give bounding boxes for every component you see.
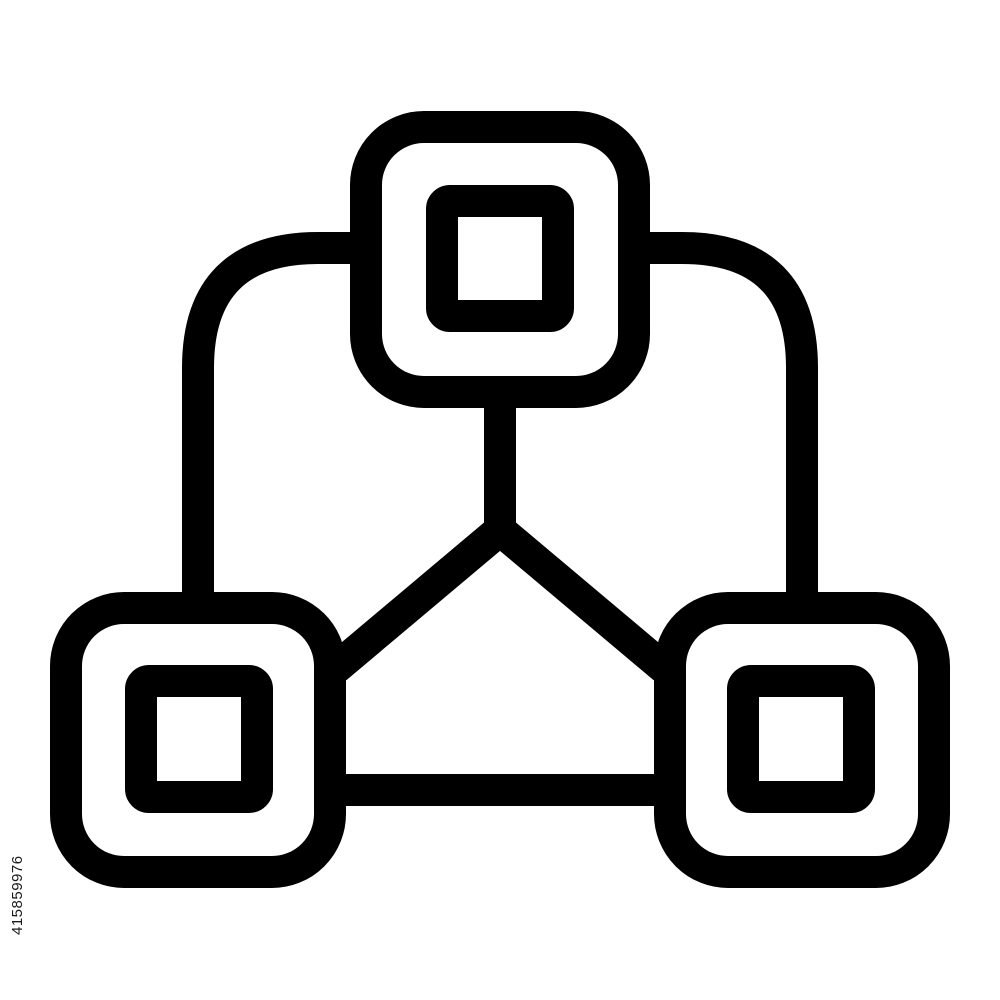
right-node-inner-square	[727, 665, 875, 813]
left-node-inner-square	[125, 665, 273, 813]
triangle-right-edge	[489, 517, 675, 681]
right-node-outer	[654, 592, 950, 888]
stock-id-label: 415859976	[9, 855, 26, 935]
top-node-outer	[350, 111, 650, 408]
top-node-inner-square	[426, 185, 574, 332]
triangle-left-edge	[325, 517, 511, 681]
left-connector-line	[182, 232, 350, 608]
left-node-outer	[50, 592, 346, 888]
right-connector-line	[650, 232, 818, 608]
